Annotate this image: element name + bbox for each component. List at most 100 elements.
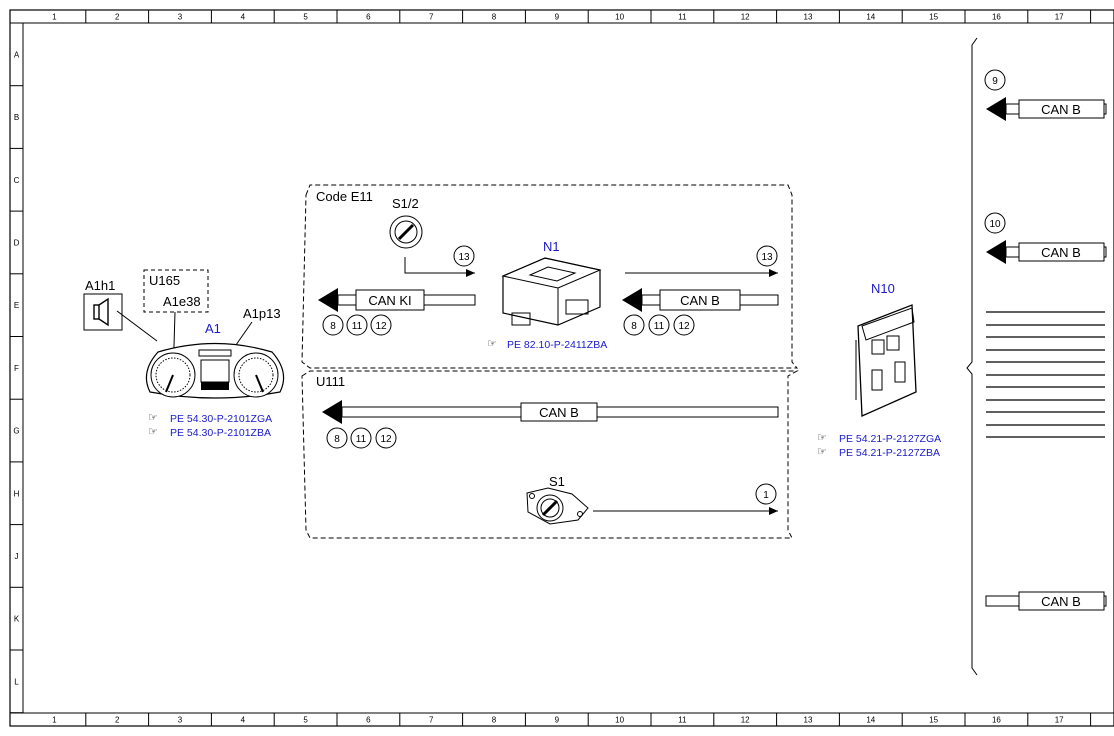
arrow-head-icon (769, 269, 778, 277)
n10-label: N10 (871, 281, 895, 296)
right-bracket (966, 37, 978, 676)
manual-hand-icon: ☞ (148, 426, 158, 438)
a1-ref-1: PE 54.30-P-2101ZGA (170, 413, 272, 425)
grid-row-label: K (14, 615, 20, 624)
can-ki-connectors: 8 11 12 (322, 314, 392, 336)
svg-text:11: 11 (654, 321, 665, 332)
can-b-r2-label-box (1018, 242, 1105, 262)
n1-label: N1 (543, 239, 560, 254)
a1p13-label: A1p13 (243, 306, 281, 321)
u111-label: U111 (316, 374, 345, 389)
grid-column-label: 17 (1055, 716, 1064, 725)
grid-column-label: 9 (555, 13, 560, 22)
svg-text:11: 11 (356, 434, 367, 445)
manual-hand-icon: ☞ (148, 412, 158, 424)
s1-label: S1 (549, 474, 565, 489)
grid-ticks (10, 10, 1092, 726)
grid-row-label: E (14, 301, 19, 310)
u165-label: U165 (149, 273, 180, 288)
can-b-u111-label: CAN B (539, 405, 579, 420)
n10-ref-1: PE 54.21-P-2127ZGA (839, 433, 941, 445)
arrow-head-icon (769, 507, 778, 515)
a1e38-label: A1e38 (163, 294, 201, 309)
grid-column-label: 11 (678, 716, 687, 725)
grid-column-label: 8 (492, 13, 497, 22)
a1-references: ☞ PE 54.30-P-2101ZGA ☞ PE 54.30-P-2101ZB… (148, 412, 272, 439)
u111-group-box (301, 370, 799, 539)
wire-bundle (986, 311, 1105, 438)
grid-row-label: F (14, 364, 19, 373)
connector-number: 9 (992, 76, 998, 87)
grid-column-label: 3 (178, 13, 183, 22)
a1-ref-2: PE 54.30-P-2101ZBA (170, 427, 271, 439)
arrow-left-icon (986, 97, 1006, 121)
grid-column-label: 4 (241, 13, 246, 22)
arrow-left-icon (622, 288, 642, 312)
grid-column-label: 2 (115, 13, 120, 22)
can-b-r3-label-box (1018, 591, 1105, 611)
grid-column-label: 1 (52, 716, 57, 725)
grid-column-label: 4 (241, 716, 246, 725)
grid-column-label: 16 (992, 716, 1001, 725)
connector-number: 1 (763, 490, 769, 501)
control-module-icon (501, 257, 602, 326)
grid-column-label: 15 (929, 13, 938, 22)
connector-circle (984, 69, 1006, 91)
ignition-switch-icon (526, 487, 589, 525)
grid-row-label: B (14, 113, 19, 122)
manual-hand-icon: ☞ (487, 338, 497, 350)
arrow-left-icon (318, 288, 338, 312)
can-b-r1-label-box (1018, 99, 1105, 119)
connector-circle (755, 483, 777, 505)
arrow-left-icon (322, 400, 342, 424)
grid-row-label: L (14, 677, 19, 686)
manual-hand-icon: ☞ (817, 432, 827, 444)
grid-column-label: 17 (1055, 13, 1064, 22)
grid-column-label: 12 (741, 13, 750, 22)
grid-column-label: 16 (992, 13, 1001, 22)
speaker-icon (83, 293, 123, 331)
can-b-n1-label-box (659, 289, 741, 311)
grid-column-label: 5 (303, 716, 308, 725)
grid-column-label: 7 (429, 716, 434, 725)
can-b-r1-label: CAN B (1041, 102, 1081, 117)
connector-circle (984, 212, 1006, 234)
grid-column-label: 7 (429, 13, 434, 22)
grid-row-label: D (14, 238, 20, 247)
grid-column-label: 13 (804, 13, 813, 22)
grid-column-label: 2 (115, 716, 120, 725)
connector-number: 13 (761, 252, 773, 263)
can-b-r3-label: CAN B (1041, 594, 1081, 609)
can-b-u111-connectors: 8 11 12 (326, 427, 397, 449)
n10-references: ☞ PE 54.21-P-2127ZGA ☞ PE 54.21-P-2127ZB… (817, 432, 941, 459)
svg-text:8: 8 (330, 321, 336, 332)
grid-column-label: 9 (555, 716, 560, 725)
svg-text:12: 12 (380, 434, 392, 445)
a1h1-label: A1h1 (85, 278, 115, 293)
grid-row-label: G (13, 427, 19, 436)
grid-column-label: 1 (52, 13, 57, 22)
grid-labels: 1122334455667788991010111112121313141415… (13, 13, 1064, 725)
svg-text:12: 12 (678, 321, 690, 332)
grid-column-label: 15 (929, 716, 938, 725)
grid-column-label: 10 (615, 13, 624, 22)
grid-row-label: A (14, 50, 20, 59)
grid-column-label: 5 (303, 13, 308, 22)
grid-column-label: 12 (741, 716, 750, 725)
can-ki-label-box (355, 289, 425, 311)
grid-column-label: 14 (866, 716, 875, 725)
u165-box (143, 269, 209, 313)
grid-column-label: 6 (366, 13, 371, 22)
grid-column-label: 8 (492, 716, 497, 725)
can-b-r2-label: CAN B (1041, 245, 1081, 260)
sam-module-icon (855, 304, 917, 417)
can-b-n1-label: CAN B (680, 293, 720, 308)
grid-column-label: 11 (678, 13, 687, 22)
svg-text:8: 8 (631, 321, 637, 332)
grid-column-label: 10 (615, 716, 624, 725)
connector-number: 13 (458, 252, 470, 263)
code-e11-group-box (301, 184, 799, 369)
manual-hand-icon: ☞ (817, 446, 827, 458)
grid-column-label: 14 (866, 13, 875, 22)
key-switch-icon (389, 215, 423, 249)
